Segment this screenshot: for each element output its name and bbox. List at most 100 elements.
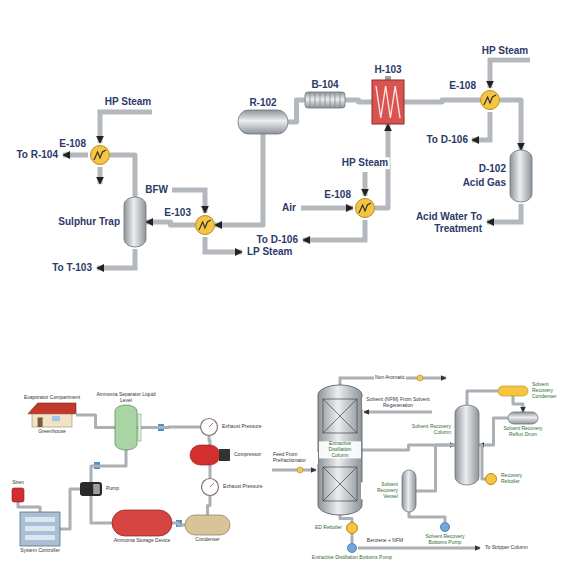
equipment-node: Solvent Recovery Reflux Drum xyxy=(508,412,538,424)
stream-pipe xyxy=(472,112,490,140)
equipment-outline xyxy=(508,412,538,424)
symbol-part xyxy=(484,95,496,105)
pipe-connector xyxy=(500,100,521,150)
equipment-label: Solvent Recovery Bottoms Pump xyxy=(417,534,474,546)
symbol-part xyxy=(209,423,213,427)
equipment-symbol xyxy=(486,474,497,485)
pipe-connector xyxy=(209,465,212,478)
symbol-part xyxy=(93,484,100,494)
equipment-outline xyxy=(115,405,137,450)
equipment-symbol xyxy=(238,110,288,134)
stream-pipe xyxy=(100,112,152,143)
pipe-connector xyxy=(91,496,112,523)
equipment-node: Extractive Distillation Bottoms Pump xyxy=(347,543,357,553)
valve-symbol xyxy=(417,375,423,381)
stream-label: To D-106 xyxy=(426,134,470,146)
symbol-part xyxy=(335,93,336,107)
equipment-outline xyxy=(238,110,288,134)
symbol-part xyxy=(486,474,497,485)
stream-pipe xyxy=(301,206,353,211)
symbol-part xyxy=(376,86,400,118)
pipe-connector xyxy=(409,512,445,522)
equipment-outline xyxy=(185,515,230,535)
equipment-outline xyxy=(305,92,345,108)
equipment-symbol xyxy=(508,412,538,424)
equipment-node: E-103 xyxy=(195,215,215,235)
symbol-part xyxy=(508,412,538,424)
equipment-symbol xyxy=(441,523,450,532)
pipe-connector xyxy=(215,134,263,225)
equipment-outline xyxy=(90,145,110,165)
equipment-symbol xyxy=(348,544,357,553)
equipment-node: Solvent Recovery Vessel xyxy=(402,470,416,512)
symbol-part xyxy=(323,399,357,433)
stream-label: To T-103 xyxy=(51,262,93,274)
stream-pipe xyxy=(98,167,103,184)
symbol-part xyxy=(190,445,220,465)
equipment-label: Acid Gas xyxy=(462,177,507,189)
equipment-label: Exhaust Pressure xyxy=(221,424,262,430)
equipment-node: Solvent Recovery Bottoms Pump xyxy=(440,522,450,532)
equipment-symbol xyxy=(115,405,141,450)
equipment-node: System Controller xyxy=(20,512,60,546)
equipment-outline xyxy=(402,470,416,512)
equipment-node: ED Reboiler xyxy=(346,522,358,534)
equipment-node: Evaporator CompartmentGreenhouse xyxy=(28,403,76,427)
equipment-outline xyxy=(124,197,146,247)
stream-pipes xyxy=(272,378,480,548)
symbol-part xyxy=(219,449,230,461)
equipment-outline xyxy=(112,510,172,536)
equipment-label: Sulphur Trap xyxy=(57,216,121,228)
pipe-connector xyxy=(91,450,126,482)
equipment-outline xyxy=(20,512,60,546)
equipment-node: Siren xyxy=(12,488,24,502)
symbol-part xyxy=(94,150,106,160)
pipe-connector xyxy=(404,100,480,102)
stream-label: To Stripper Column xyxy=(484,545,529,551)
equipment-node: E-108 xyxy=(355,198,375,218)
equipment-symbol xyxy=(91,146,110,165)
stream-label: To D-106 xyxy=(256,234,300,246)
equipment-symbol xyxy=(318,385,362,515)
symbol-part xyxy=(323,467,357,501)
equipment-label: Extractive Distillation Bottoms Pump xyxy=(301,555,403,561)
symbol-part xyxy=(323,399,357,433)
symbol-part xyxy=(115,405,137,450)
symbol-part xyxy=(38,417,43,427)
symbol-part xyxy=(80,482,102,496)
stream-label: Air xyxy=(281,202,297,214)
equipment-symbol xyxy=(112,510,172,536)
equipment-outline xyxy=(12,488,24,502)
symbol-part xyxy=(112,510,172,536)
stream-pipe xyxy=(487,204,521,222)
equipment-symbol xyxy=(185,515,230,535)
pipe-connector xyxy=(208,496,211,515)
symbol-part xyxy=(330,93,331,107)
symbol-part xyxy=(210,483,214,487)
equipment-label: E-108 xyxy=(448,80,477,92)
stream-pipes xyxy=(63,60,530,268)
equipment-label: Extractive Distillation Column xyxy=(319,441,361,458)
symbol-part xyxy=(25,535,55,540)
symbol-part xyxy=(196,216,215,235)
equipment-node: Recovery Reboiler xyxy=(485,473,497,485)
equipment-symbol xyxy=(402,470,416,512)
equipment-label: Ammonia Separator Liquid Level xyxy=(95,392,157,404)
equipment-node: E-108 xyxy=(480,90,500,110)
pipe-connector xyxy=(288,100,305,122)
equipment-outline xyxy=(485,473,497,485)
symbol-part xyxy=(323,467,357,501)
stream-label: HP Steam xyxy=(341,157,390,169)
symbol-part xyxy=(305,92,345,108)
symbol-part xyxy=(359,203,371,213)
equipment-label: Evaporator Compartment xyxy=(23,395,81,401)
equipment-symbol xyxy=(196,216,215,235)
symbol-part xyxy=(340,93,341,107)
pipe-connector xyxy=(172,523,185,525)
stream-label: Non Aromatic xyxy=(374,375,406,381)
equipment-label: Siren xyxy=(11,480,25,486)
stream-pipe xyxy=(358,547,480,550)
symbol-part xyxy=(12,488,24,502)
equipment-node: D-102Acid Gas xyxy=(510,150,532,202)
equipment-outline xyxy=(201,478,219,496)
